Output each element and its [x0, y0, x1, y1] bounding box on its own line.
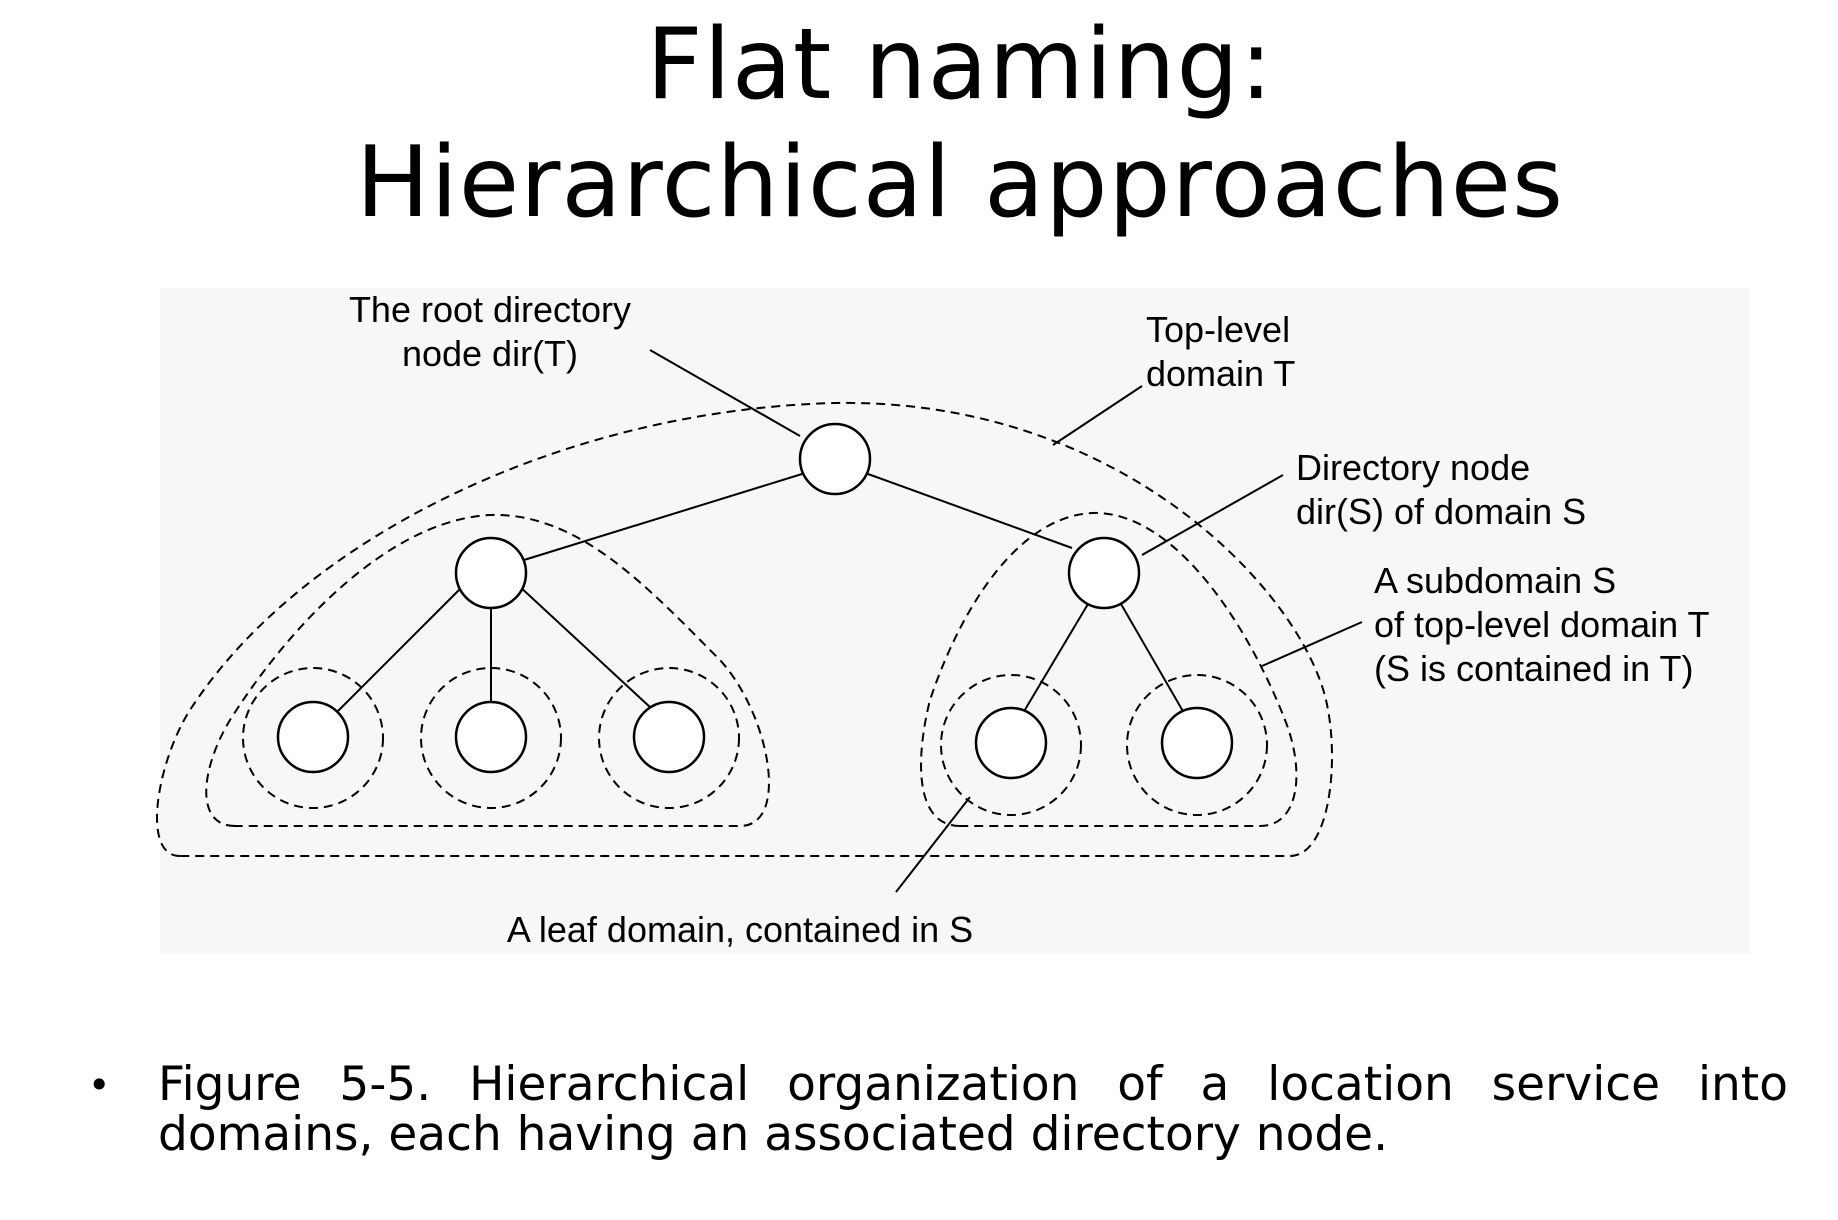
leaf-node-3: [632, 700, 706, 774]
caption-bullet: •: [88, 1063, 111, 1107]
root-label-line-1: The root directory: [349, 289, 631, 330]
subdomain-label-line-2: of top-level domain T: [1374, 604, 1710, 645]
leaf-node-1: [276, 700, 350, 774]
root-label-line-2: node dir(T): [402, 333, 578, 374]
leader-toplevel-label: [1052, 385, 1143, 446]
leader-root-label: [649, 349, 801, 437]
leaf-domain-boundary-2: [420, 667, 562, 809]
leaf-domain-boundary-3: [598, 667, 740, 809]
leader-dirnode-label: [1141, 474, 1284, 556]
edge-right-leaf2: [1120, 603, 1185, 714]
subdomain-label-line-1: A subdomain S: [1374, 560, 1616, 601]
edge-root-left: [523, 473, 803, 561]
toplevel-label-line-1: Top-level: [1146, 309, 1290, 350]
toplevel-label-line-2: domain T: [1146, 353, 1295, 394]
edge-left-leaf1: [335, 584, 465, 714]
slide-title-line-1: Flat naming:: [646, 8, 1274, 122]
subdomain-label-line-3: (S is contained in T): [1374, 648, 1693, 689]
root-directory-node: [798, 422, 872, 496]
dirnode-label-line-1: Directory node: [1296, 447, 1530, 488]
left-directory-node: [454, 536, 528, 610]
caption-text: Figure 5-5. Hierarchical organization of…: [158, 1057, 1788, 1162]
leader-subdomain-label: [1261, 621, 1363, 667]
leaf-domain-boundary-1: [242, 667, 384, 809]
edge-root-right: [867, 473, 1073, 549]
leaf-node-2: [454, 700, 528, 774]
directory-node-s: [1067, 536, 1141, 610]
leader-leaf-label: [895, 796, 971, 893]
toplevel-domain-boundary: [156, 401, 1333, 857]
leaf-domain-boundary-5: [1126, 674, 1268, 816]
leaf-node-5: [1160, 706, 1234, 780]
edge-left-leaf3: [517, 584, 652, 709]
slide-title: Flat naming: Hierarchical approaches: [0, 6, 1838, 242]
subdomain-s-boundary: [920, 511, 1298, 827]
figure-panel: [160, 288, 1750, 954]
leaf-domain-boundary-4: [940, 674, 1082, 816]
leaf-label: A leaf domain, contained in S: [507, 909, 973, 950]
leaf-node-4: [974, 706, 1048, 780]
slide-title-line-2: Hierarchical approaches: [355, 126, 1565, 240]
dirnode-label-line-2: dir(S) of domain S: [1296, 491, 1586, 532]
edge-right-leaf1: [1022, 603, 1089, 714]
left-subdomain-boundary: [205, 513, 770, 827]
figure-caption: • Figure 5-5. Hierarchical organization …: [88, 1060, 1788, 1160]
